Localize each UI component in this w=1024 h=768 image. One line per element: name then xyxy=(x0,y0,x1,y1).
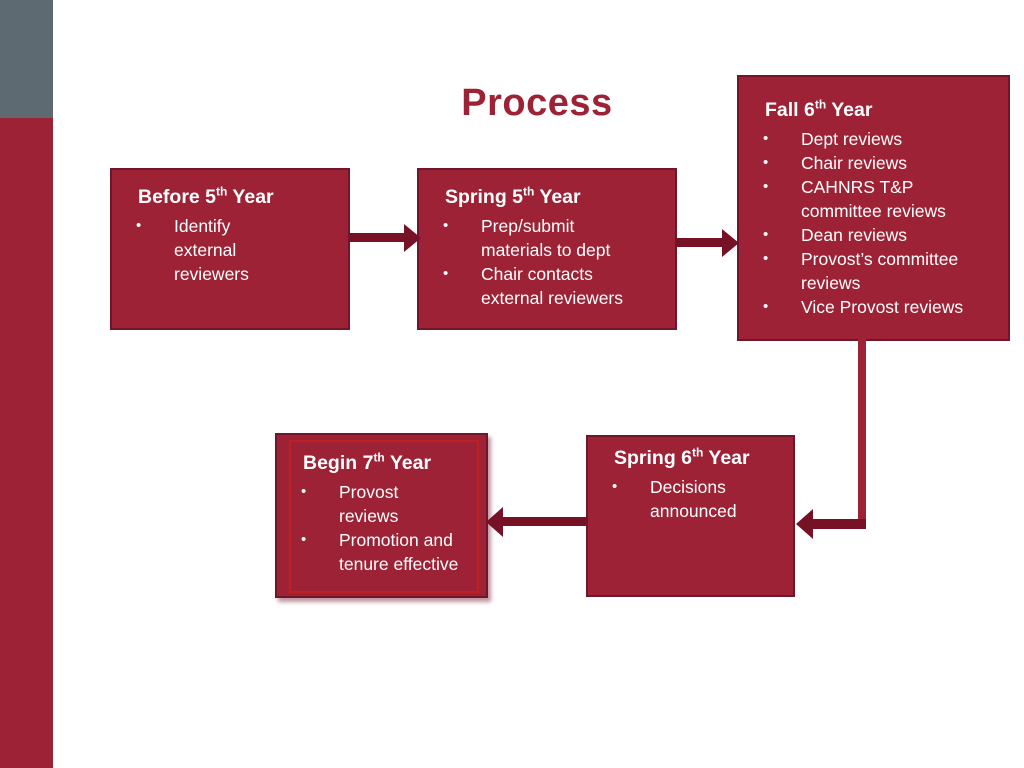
list-item: • Promotion and tenure effective xyxy=(277,528,486,576)
bullet-list: • Decisions announced xyxy=(588,475,793,523)
box-title: Begin 7th Year xyxy=(277,435,486,476)
title-superscript: th xyxy=(373,450,385,465)
bullet-marker: • xyxy=(443,217,449,234)
box-title: Fall 6th Year xyxy=(739,77,1008,123)
bullet-text: Promotion and tenure effective xyxy=(339,530,459,574)
bullet-text: Prep/submit materials to dept xyxy=(481,216,611,260)
title-text: Year xyxy=(703,447,750,469)
title-text: Begin 7 xyxy=(303,452,374,474)
list-item: • Provost reviews xyxy=(277,480,486,528)
list-item: • Decisions announced xyxy=(588,475,793,523)
list-item: • Identify external reviewers xyxy=(112,214,348,286)
bullet-list: • Provost reviews • Promotion and tenure e… xyxy=(277,480,486,576)
bullet-text: CAHNRS T&P committee reviews xyxy=(801,177,946,221)
process-box-spring-6th-year: Spring 6th Year • Decisions announced xyxy=(586,435,795,597)
bullet-text: Dean reviews xyxy=(801,225,908,245)
process-box-begin-7th-year: Begin 7th Year • Provost reviews • Promoti… xyxy=(275,433,488,598)
connector-fall6-down-line xyxy=(858,339,866,525)
box-title: Spring 5th Year xyxy=(419,170,675,210)
box-title: Spring 6th Year xyxy=(588,437,793,471)
title-text: Year xyxy=(534,186,581,208)
title-text: Spring 5 xyxy=(445,186,524,208)
process-box-fall-6th-year: Fall 6th Year • Dept reviews • Chair revie… xyxy=(737,75,1010,341)
sidebar-crimson-bar xyxy=(0,118,53,768)
bullet-text: Vice Provost reviews xyxy=(801,297,964,317)
title-text: Fall 6 xyxy=(765,99,815,121)
title-text: Year xyxy=(384,452,432,474)
bullet-marker: • xyxy=(301,531,307,548)
title-text: Spring 6 xyxy=(614,447,693,469)
arrow-spring5-to-fall6-shaft xyxy=(677,238,724,247)
bullet-list: • Identify external reviewers xyxy=(112,214,348,286)
bullet-text: Provost’s committee reviews xyxy=(801,249,959,293)
arrow-before-to-spring5-head-icon xyxy=(404,223,421,252)
list-item: • Vice Provost reviews xyxy=(739,295,1008,319)
bullet-text: Decisions announced xyxy=(650,477,737,521)
bullet-text: Dept reviews xyxy=(801,129,903,149)
bullet-text: Chair contacts external reviewers xyxy=(481,264,623,308)
arrow-spring6-to-begin7-head-icon xyxy=(486,506,503,537)
bullet-text: Provost reviews xyxy=(339,482,399,526)
sidebar-gray-block xyxy=(0,0,53,118)
bullet-marker: • xyxy=(763,298,769,315)
title-text: Before 5 xyxy=(138,186,217,208)
list-item: • CAHNRS T&P committee reviews xyxy=(739,175,1008,223)
list-item: • Prep/submit materials to dept xyxy=(419,214,675,262)
arrow-fall6-to-spring6-shaft xyxy=(812,519,866,529)
title-superscript: th xyxy=(523,184,535,199)
process-box-before-5th-year: Before 5th Year • Identify external revie… xyxy=(110,168,350,330)
list-item: • Chair reviews xyxy=(739,151,1008,175)
arrow-fall6-to-spring6-head-icon xyxy=(796,509,813,539)
bullet-marker: • xyxy=(763,130,769,147)
bullet-marker: • xyxy=(763,250,769,267)
title-superscript: th xyxy=(814,97,827,112)
bullet-marker: • xyxy=(763,226,769,243)
bullet-text: Identify external reviewers xyxy=(174,216,249,284)
bullet-marker: • xyxy=(301,483,307,500)
list-item: • Dept reviews xyxy=(739,127,1008,151)
arrow-spring6-to-begin7-shaft xyxy=(503,517,586,526)
arrow-before-to-spring5-shaft xyxy=(349,233,406,242)
title-superscript: th xyxy=(216,184,228,199)
arrow-spring5-to-fall6-head-icon xyxy=(722,228,739,257)
bullet-text: Chair reviews xyxy=(801,153,907,173)
list-item: • Chair contacts external reviewers xyxy=(419,262,675,310)
process-box-spring-5th-year: Spring 5th Year • Prep/submit materials t… xyxy=(417,168,677,330)
box-title: Before 5th Year xyxy=(112,170,348,210)
title-superscript: th xyxy=(692,445,704,460)
title-text: Year xyxy=(826,99,873,121)
bullet-list: • Dept reviews • Chair reviews • CAHNRS T&P… xyxy=(739,127,1008,319)
slide-title: Process xyxy=(461,82,613,124)
bullet-marker: • xyxy=(136,217,142,234)
list-item: • Provost’s committee reviews xyxy=(739,247,1008,295)
bullet-marker: • xyxy=(763,154,769,171)
bullet-marker: • xyxy=(763,178,769,195)
bullet-marker: • xyxy=(443,265,449,282)
list-item: • Dean reviews xyxy=(739,223,1008,247)
bullet-marker: • xyxy=(612,478,618,495)
title-text: Year xyxy=(227,186,274,208)
bullet-list: • Prep/submit materials to dept • Chair co… xyxy=(419,214,675,310)
